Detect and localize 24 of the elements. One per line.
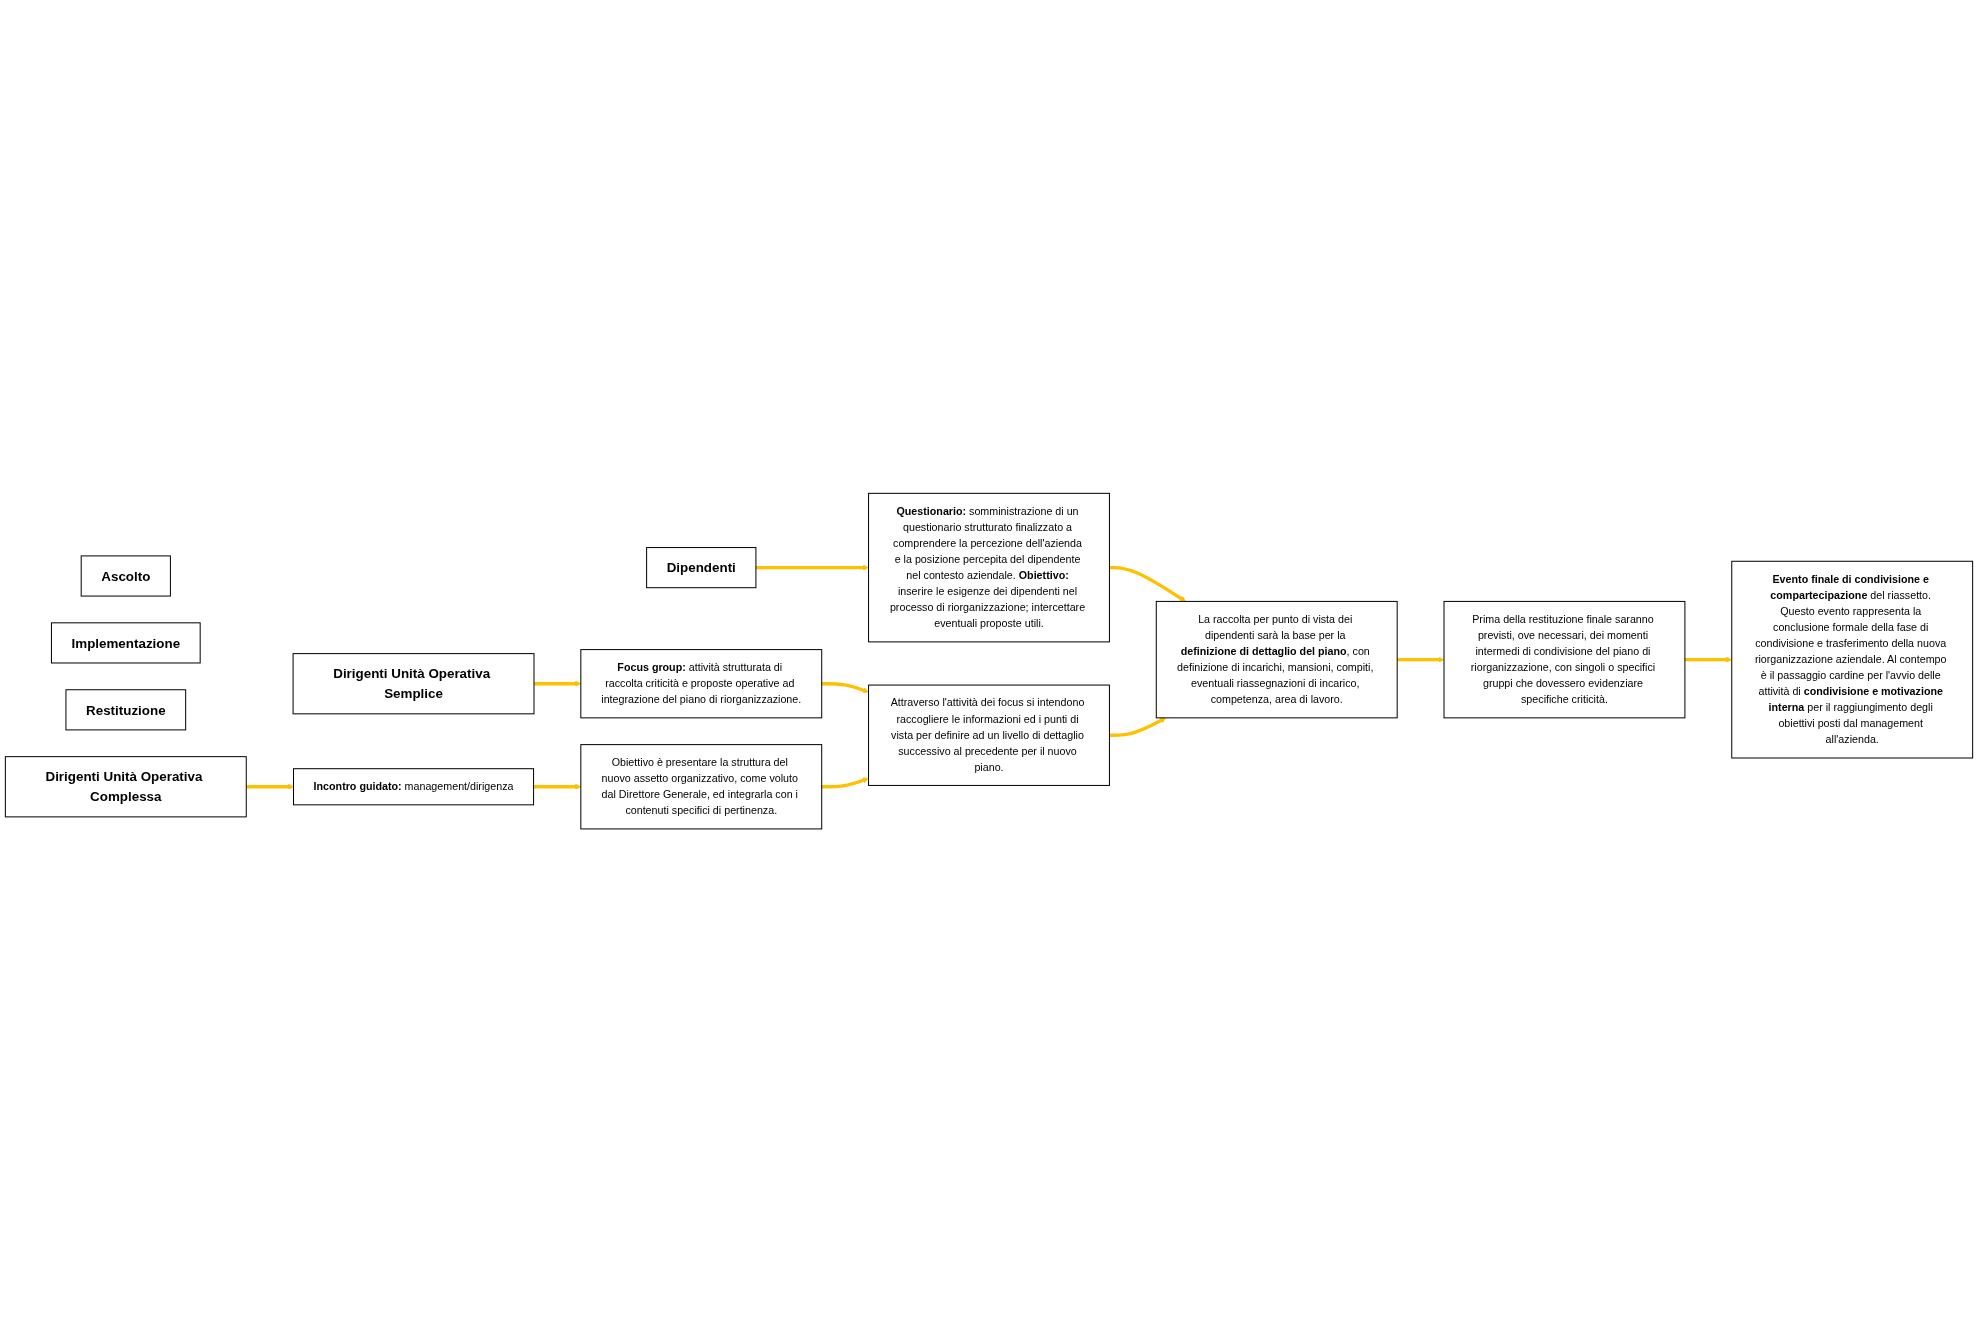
node-box: Implementazione: [50, 622, 201, 664]
node-box: Obiettivo è presentare la struttura del nuovo assetto organizzativo, come voluto dal Direttore Generale, ed integrarla con i contenuti specifici di pertinenza.: [580, 744, 823, 830]
arrow: [1109, 717, 1167, 738]
node-box: Questionario: somministrazione di un questionario strutturato finalizzato a comprendere la percezione dell'azienda e la posizione percepita del dipendente nel contesto aziendale. Obiettivo: inserire le esigenze dei dipendenti nel processo di riorganizzazione; intercettare eventuali proposte utili.: [868, 493, 1110, 643]
node-box: Prima della restituzione finale saranno previsti, ove necessari, dei momenti intermedi di condivisione del piano di riorganizzazione, con singoli o specifici gruppi che dovessero evidenziare specifiche criticità.: [1443, 601, 1686, 719]
node-box: Ascolto: [80, 555, 171, 597]
node-box: Dirigenti Unità Operativa Complessa: [4, 756, 247, 818]
arrow: [534, 681, 582, 688]
arrow: [1109, 566, 1186, 603]
node-box: Dipendenti: [646, 547, 757, 589]
node-box: Evento finale di condivisione e compartecipazione del riassetto. Questo evento rappresenta la conclusione formale della fase di condivisione e trasferimento della nuova riorganizzazione aziendale. Al contempo è il passaggio cardine per l'avvio delle attività di condivisione e motivazione interna per il raggiungimento degli obiettivi posti dal management all'azienda.: [1731, 561, 1974, 759]
arrow: [1397, 657, 1445, 663]
arrow: [821, 682, 869, 694]
node-box: La raccolta per punto di vista dei dipendenti sarà la base per la definizione di dettaglio del piano, con definizione di incarichi, mansioni, compiti, eventuali riassegnazioni di incarico, competenza, area di lavoro.: [1155, 601, 1398, 719]
node-box: Dirigenti Unità Operativa Semplice: [292, 653, 535, 715]
node-box: Focus group: attività strutturata di raccolta criticità e proposte operative ad integrazione del piano di riorganizzazione.: [580, 649, 823, 719]
node-box: Restituzione: [65, 689, 187, 731]
node-box: Attraverso l'attività dei focus si intendono raccogliere le informazioni ed i punti di vista per definire ad un livello di dettaglio successivo al precedente per il nuovo piano.: [868, 684, 1110, 787]
node-box: Incontro guidato: management/dirigenza: [293, 768, 535, 806]
arrow: [246, 784, 294, 791]
arrow: [533, 784, 582, 791]
arrow: [1684, 657, 1732, 663]
arrow: [755, 565, 869, 571]
arrow: [821, 777, 869, 789]
